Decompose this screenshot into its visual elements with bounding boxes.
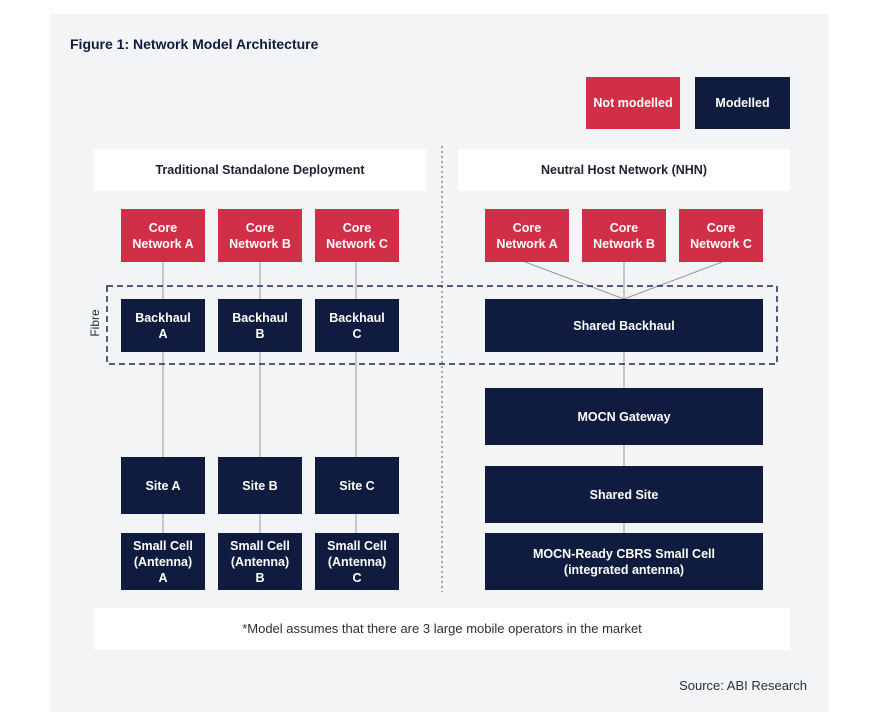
core-network-b: Core Network B	[218, 209, 302, 262]
small-cell-c: Small Cell (Antenna) C	[315, 533, 399, 590]
site-c: Site C	[315, 457, 399, 514]
mocn-ready-small-cell: MOCN-Ready CBRS Small Cell (integrated a…	[485, 533, 763, 590]
nhn-core-network-b: Core Network B	[582, 209, 666, 262]
heading-traditional: Traditional Standalone Deployment	[94, 149, 426, 191]
heading-nhn: Neutral Host Network (NHN)	[458, 149, 790, 191]
core-network-c: Core Network C	[315, 209, 399, 262]
figure-panel	[50, 14, 829, 712]
site-a: Site A	[121, 457, 205, 514]
nhn-core-network-a: Core Network A	[485, 209, 569, 262]
core-network-a: Core Network A	[121, 209, 205, 262]
small-cell-a: Small Cell (Antenna) A	[121, 533, 205, 590]
fibre-boundary	[106, 285, 778, 365]
small-cell-b: Small Cell (Antenna) B	[218, 533, 302, 590]
figure-title: Figure 1: Network Model Architecture	[70, 36, 319, 52]
site-b: Site B	[218, 457, 302, 514]
legend-modelled: Modelled	[695, 77, 790, 129]
source-credit: Source: ABI Research	[679, 678, 807, 693]
backhaul-b: Backhaul B	[218, 299, 302, 352]
mocn-gateway: MOCN Gateway	[485, 388, 763, 445]
legend-not-modelled: Not modelled	[586, 77, 680, 129]
connector-nhn-core-c-backhaul	[623, 261, 723, 300]
connector-nhn-core-a-backhaul	[524, 261, 625, 300]
backhaul-a: Backhaul A	[121, 299, 205, 352]
nhn-core-network-c: Core Network C	[679, 209, 763, 262]
shared-site: Shared Site	[485, 466, 763, 523]
model-assumption-note: *Model assumes that there are 3 large mo…	[94, 608, 790, 650]
backhaul-c: Backhaul C	[315, 299, 399, 352]
shared-backhaul: Shared Backhaul	[485, 299, 763, 352]
fibre-label: Fibre	[88, 309, 102, 337]
